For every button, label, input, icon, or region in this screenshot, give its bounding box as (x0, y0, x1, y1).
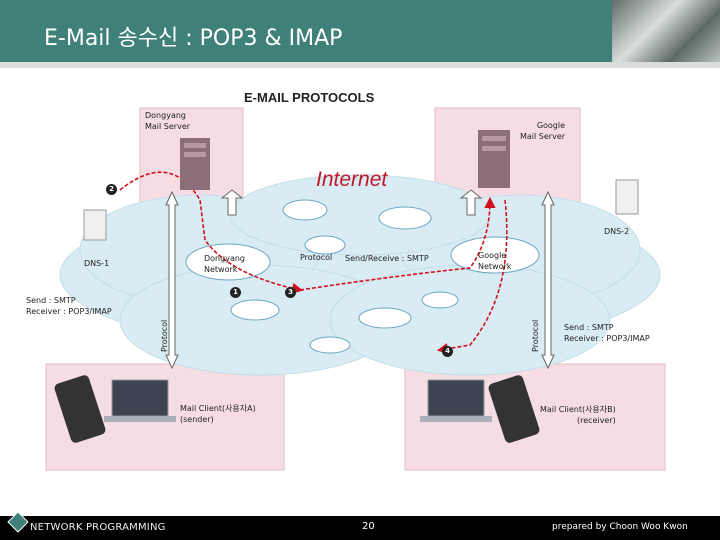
laptop-a-icon (104, 379, 176, 422)
flow-path-1 (119, 171, 304, 294)
google-server-label: Google Mail Server (520, 121, 566, 141)
send-receive-label: Send/Receive : SMTP (345, 254, 429, 263)
right-double-arrow (541, 190, 555, 370)
dongyang-network-cloud (185, 243, 271, 281)
dns2-label: DNS-2 (604, 227, 630, 236)
step-4-badge: 4 (442, 346, 453, 357)
google-server-icon (478, 130, 510, 188)
protocol-left-vertical: Protocol (160, 319, 169, 352)
protocol-right-vertical: Protocol (531, 319, 540, 352)
diagram-title: E-MAIL PROTOCOLS (244, 90, 375, 105)
protocol-middle-label: Protocol (300, 253, 333, 262)
header-stripe (0, 62, 720, 68)
dongyang-server-icon (180, 138, 210, 190)
header-bar (0, 0, 720, 62)
laptop-b-icon (420, 379, 492, 422)
footer-author: prepared by Choon Woo Kwon (552, 522, 688, 532)
flow-path-3 (436, 199, 508, 355)
dns1-label: DNS-1 (84, 259, 110, 268)
flow-path-2 (299, 196, 496, 291)
dns1-icon (83, 209, 107, 241)
page-number: 20 (362, 521, 375, 532)
internet-cloud (59, 174, 661, 376)
left-protocol-label: Send : SMTP Receiver : POP3/IMAP (26, 296, 112, 316)
internet-label: Internet (316, 168, 388, 191)
top-left-arrow (220, 189, 244, 216)
top-right-arrow (459, 189, 483, 216)
step-2-badge: 2 (106, 184, 117, 195)
diamond-icon (7, 511, 29, 533)
logo-graphic (612, 0, 720, 62)
step-1-badge: 1 (230, 287, 241, 298)
slide-title: E-Mail 송수신 : POP3 & IMAP (44, 26, 343, 51)
client-b-label: Mail Client(사용자B) (receiver) (540, 405, 616, 425)
client-a-label: Mail Client(사용자A) (sender) (180, 404, 256, 424)
dns2-icon (615, 179, 639, 215)
google-network-label: Google Network (478, 251, 512, 271)
dongyang-server-label: Dongyang Mail Server (145, 111, 191, 131)
right-protocol-label: Send : SMTP Receiver : POP3/IMAP (564, 323, 650, 343)
phone-b-icon (488, 375, 540, 443)
phone-a-icon (54, 375, 106, 443)
left-double-arrow (165, 190, 179, 370)
step-3-badge: 3 (285, 287, 296, 298)
protocol-diagram (45, 107, 666, 471)
dongyang-network-label: Dongyang Network (204, 254, 245, 274)
footer-course: NETWORK PROGRAMMING (30, 522, 166, 533)
footer-bar: NETWORK PROGRAMMING 20 prepared by Choon… (0, 511, 720, 540)
